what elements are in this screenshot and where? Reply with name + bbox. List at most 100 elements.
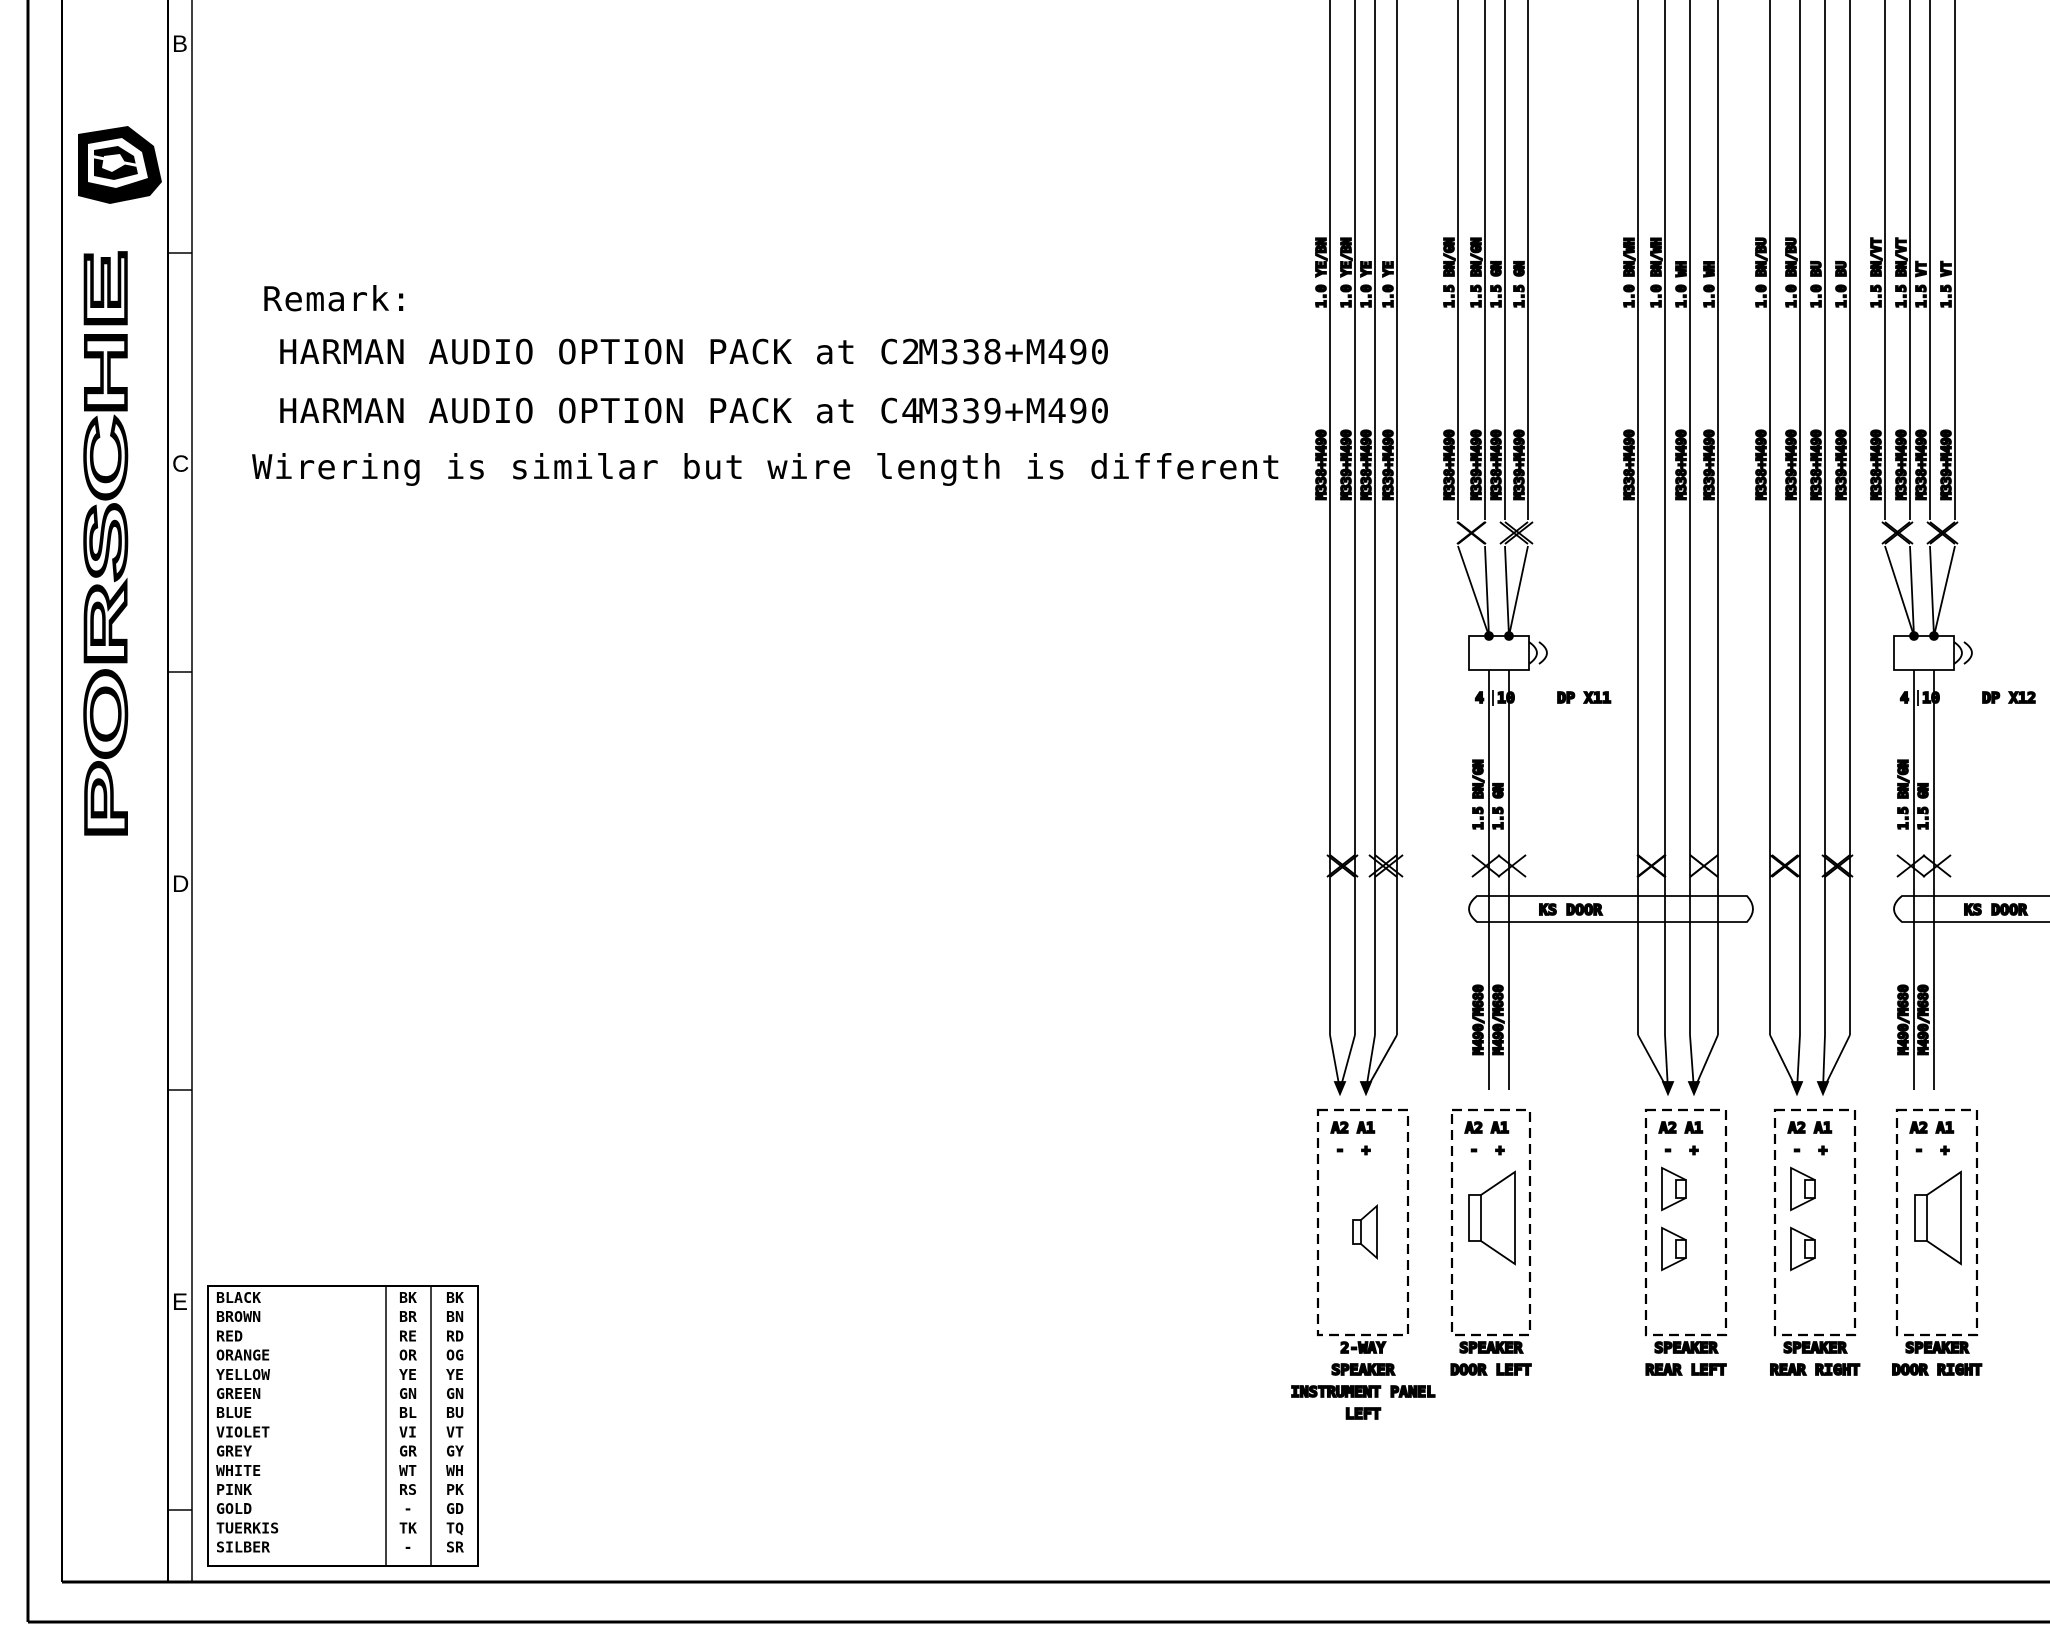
sheet-frame (26, 0, 2050, 1624)
remark-note: Wirering is similar but wire length is d… (252, 448, 1283, 488)
wire-spec-label: 1.5 VT (1915, 261, 1930, 308)
legend-code-1: BR (399, 1308, 418, 1326)
legend-code-2: YE (446, 1366, 464, 1384)
bowtie-mark (1471, 854, 1501, 878)
legend-color-name: SILBER (216, 1539, 271, 1557)
wire-line (1929, 545, 1935, 637)
zone-label-b: B (172, 31, 188, 58)
wire-code-label: M338+M490 (1443, 429, 1458, 500)
plus-terminal: + (1940, 1141, 1949, 1159)
legend-color-name: VIOLET (216, 1423, 270, 1441)
wire-code-label: M490/M680 (1917, 984, 1932, 1055)
wire-code-label: M490/M680 (1472, 984, 1487, 1055)
wire-spec-label: 1.5 BN/GN (1472, 759, 1487, 830)
legend-color-name: BLACK (216, 1289, 261, 1307)
legend-code-1: YE (399, 1366, 417, 1384)
bowtie-mark (1499, 521, 1529, 545)
connector-arrow (1687, 1081, 1701, 1097)
bowtie-mark (1929, 521, 1959, 545)
wire-line (1769, 1034, 1798, 1091)
wire-spec-label: 1.0 YE/BN (1340, 237, 1355, 308)
bowtie-mark (1368, 854, 1398, 878)
wire-code-label: M339+M490 (1382, 429, 1397, 500)
bowtie-mark (1497, 854, 1527, 878)
speaker-pin-label: A2 (1788, 1119, 1806, 1137)
speaker-icon (1661, 1166, 1687, 1212)
legend-code-1: WT (399, 1462, 417, 1480)
remark-line-2-code: M339+M490 (918, 392, 1112, 432)
wire-code-label: M490/M680 (1897, 984, 1912, 1055)
wire-spec-label: 1.5 BN/GN (1470, 237, 1485, 308)
wire-spec-label: 1.0 BN/BU (1755, 237, 1770, 308)
bowtie-mark (1884, 521, 1914, 545)
component-label: SPEAKER (1459, 1339, 1523, 1357)
speaker-icon (1675, 1179, 1687, 1199)
plus-terminal: + (1361, 1141, 1370, 1159)
wire-code-label: M338+M490 (1360, 429, 1375, 500)
speaker-housing (1895, 1108, 1979, 1337)
bowtie-mark (1821, 854, 1851, 878)
minus-terminal: - (1914, 1141, 1923, 1159)
connector-name-label: DP X11 (1557, 689, 1611, 707)
connector-arrow (1359, 1081, 1373, 1097)
wire-spec-label: 1.0 YE/BN (1315, 237, 1330, 308)
zone-labels: B C D E (172, 31, 189, 1316)
wire-code-label: M339+M490 (1470, 429, 1485, 500)
wire-line (1689, 1034, 1695, 1091)
legend-code-2: OG (446, 1347, 464, 1365)
legend-code-1: - (403, 1500, 412, 1518)
component-label: SPEAKER (1331, 1361, 1395, 1379)
wire-spec-label: 1.5 BN/GN (1897, 759, 1912, 830)
wire-line (1365, 1034, 1376, 1091)
speaker-pin-label: A2 (1465, 1119, 1483, 1137)
legend-color-name: PINK (216, 1481, 252, 1499)
connector-pin-label: 10 (1497, 689, 1515, 707)
legend-color-name: ORANGE (216, 1347, 270, 1365)
legend-color-name: GREEN (216, 1385, 261, 1403)
legend-code-2: BN (446, 1308, 464, 1326)
wire-line (1664, 1034, 1669, 1091)
minus-terminal: - (1335, 1141, 1344, 1159)
ks-door-label: KS DOOR (1539, 901, 1603, 919)
bowtie-mark (1771, 854, 1801, 878)
legend-color-name: BROWN (216, 1308, 261, 1326)
bowtie-mark (1922, 854, 1952, 878)
wire-line (1933, 545, 1956, 637)
legend-code-1: BK (399, 1289, 417, 1307)
legend-code-1: RS (399, 1481, 417, 1499)
component-label: DOOR RIGHT (1892, 1361, 1982, 1379)
wire-spec-label: 1.0 BU (1810, 261, 1825, 308)
connector-arrow (1816, 1081, 1830, 1097)
speaker-icon (1468, 1194, 1482, 1242)
connector-pin-label: 4 (1475, 689, 1484, 707)
porsche-crest-logo (78, 126, 162, 204)
wire-spec-label: 1.5 VT (1940, 261, 1955, 308)
ks-door-bracket (1893, 895, 2050, 923)
remark-line-1-code: M338+M490 (918, 333, 1112, 373)
legend-code-1: OR (399, 1347, 418, 1365)
connector-name-label: DP X12 (1982, 689, 2036, 707)
bowtie-mark (1881, 521, 1911, 545)
speaker-icon (1926, 1170, 1962, 1266)
bowtie-mark (1896, 854, 1926, 878)
wire-code-label: M339+M490 (1513, 429, 1528, 500)
legend-code-2: RD (446, 1327, 464, 1345)
component-label: INSTRUMENT PANEL (1291, 1383, 1436, 1401)
legend-color-name: RED (216, 1327, 243, 1345)
speaker-housing (1450, 1108, 1532, 1337)
minus-terminal: - (1792, 1141, 1801, 1159)
component-label: REAR LEFT (1645, 1361, 1726, 1379)
wire-code-label: M339+M490 (1940, 429, 1955, 500)
wire-code-label: M338+M490 (1755, 429, 1770, 500)
wire-spec-label: 1.5 GN (1492, 783, 1507, 830)
speaker-icon (1661, 1226, 1687, 1272)
speaker-icon (1804, 1179, 1816, 1199)
wire-spec-label: 1.5 BN/VT (1895, 237, 1910, 308)
wire-spec-label: 1.5 GN (1917, 783, 1932, 830)
connector-arrow (1790, 1081, 1804, 1097)
legend-code-2: SR (446, 1539, 465, 1557)
